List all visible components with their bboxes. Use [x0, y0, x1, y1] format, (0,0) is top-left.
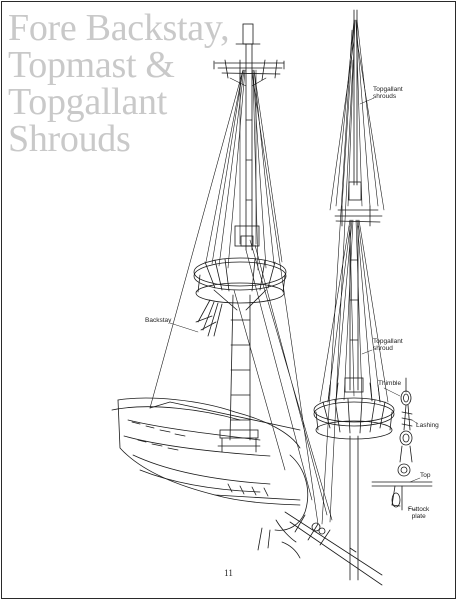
bowsprit	[281, 511, 383, 586]
detail-inset	[169, 97, 433, 511]
page-title: Fore Backstay, Topmast & Topgallant Shro…	[8, 7, 230, 160]
label-line: Topgallant	[373, 86, 403, 93]
right-backstays	[321, 29, 354, 525]
label-lashing: Lashing	[416, 422, 439, 429]
right-mast	[313, 9, 395, 581]
label-futtock-plate: Futtock plate	[408, 506, 429, 520]
backstay-lines	[149, 69, 333, 525]
title-line: Fore Backstay,	[8, 7, 230, 49]
label-line: Futtock	[408, 506, 430, 513]
label-backstay: Backstay	[145, 317, 172, 324]
label-line: plate	[411, 513, 426, 520]
label-line: shroud	[373, 345, 393, 352]
right-topgallant-shrouds	[329, 19, 385, 211]
label-topgallant-shrouds: Topgallant shrouds	[373, 86, 403, 100]
title-line: Topgallant	[8, 81, 167, 123]
label-top: Top	[420, 472, 431, 479]
label-thimble: Thimble	[378, 380, 402, 387]
right-topmast-shrouds	[319, 219, 389, 403]
hull	[111, 397, 309, 551]
page-number: 11	[224, 568, 233, 578]
label-line: Topgallant	[373, 338, 403, 345]
label-topgallant-shroud: Topgallant shroud	[373, 338, 403, 352]
label-line: shrouds	[373, 93, 397, 100]
title-line: Topmast &	[8, 44, 175, 86]
title-line: Shrouds	[8, 118, 131, 160]
